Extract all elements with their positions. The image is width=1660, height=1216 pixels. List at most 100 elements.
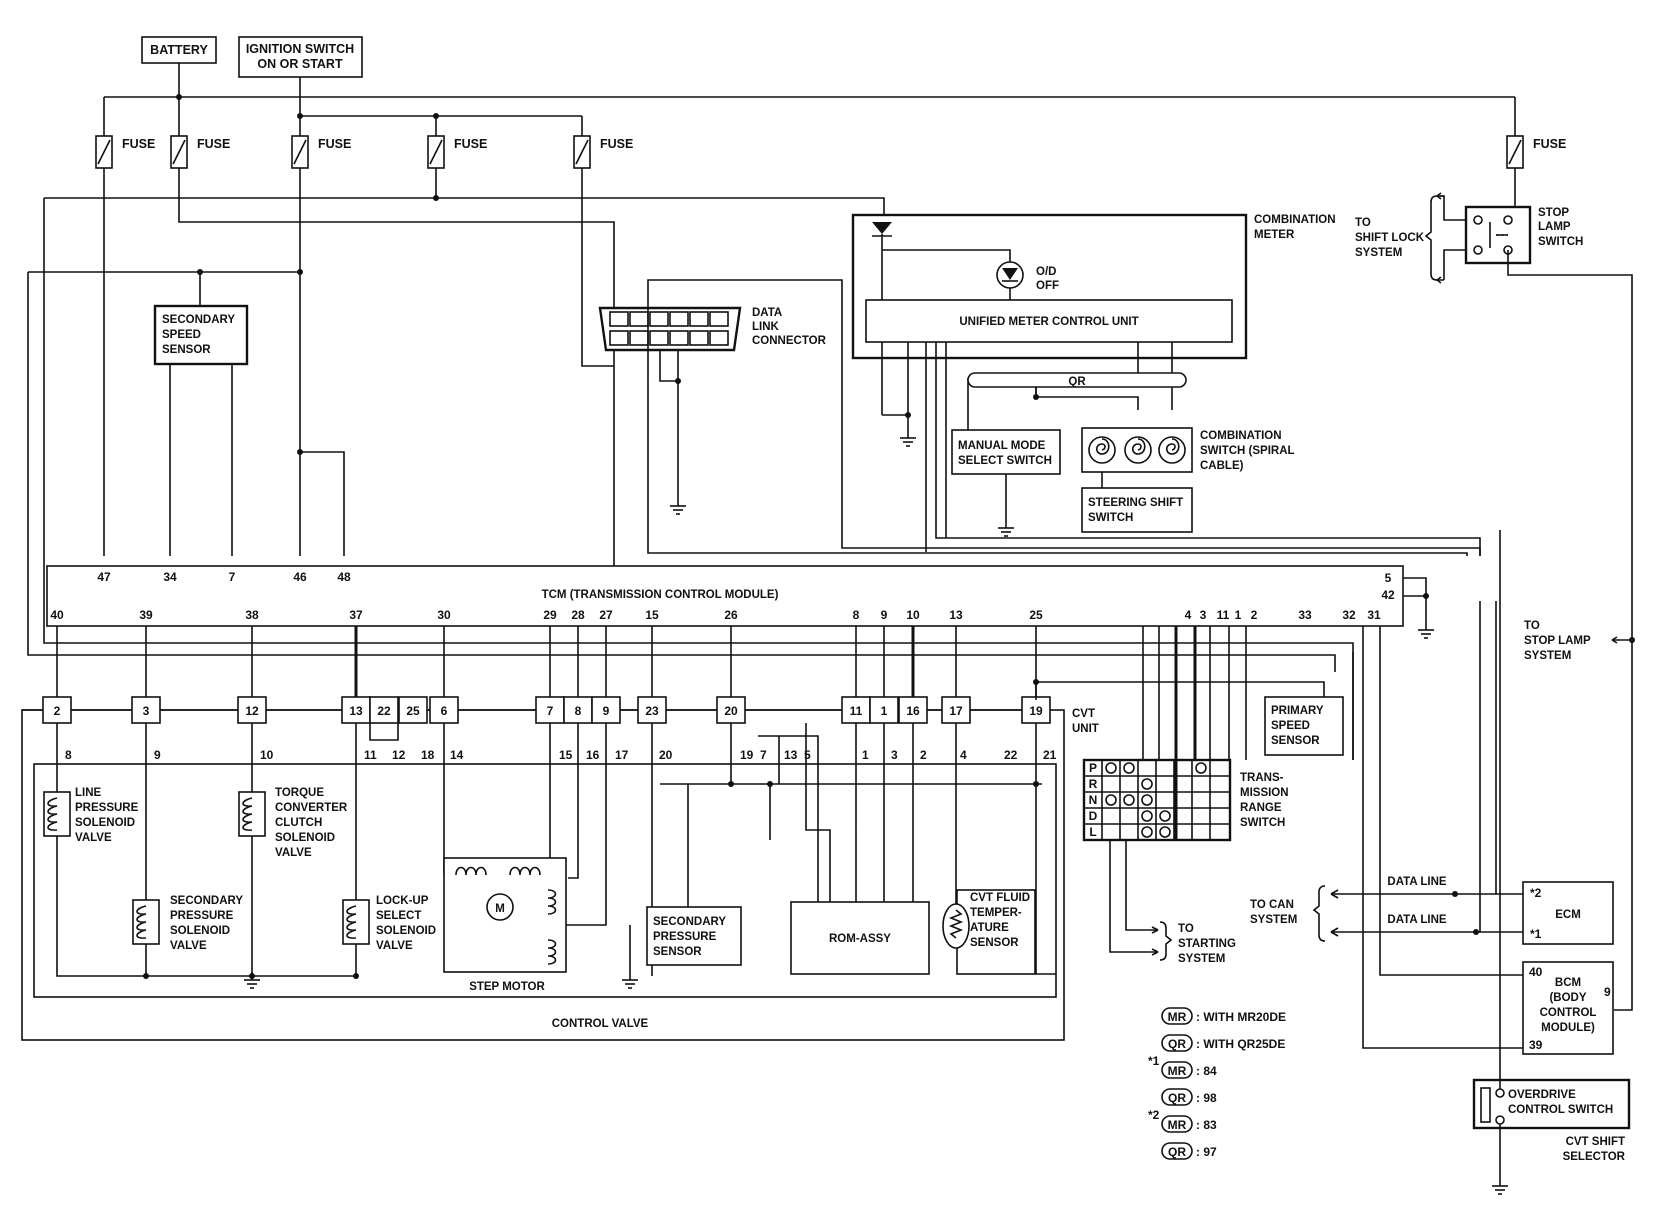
fuse-icon xyxy=(573,135,591,169)
fuse-label: FUSE xyxy=(600,137,633,151)
lp-label: VALVE xyxy=(75,832,112,844)
cvt-inner-pin: 20 xyxy=(659,748,673,762)
cvt-inner-pin: 22 xyxy=(1004,748,1018,762)
tcm-pin: 1 xyxy=(1235,608,1242,622)
od-label: CONTROL SWITCH xyxy=(1508,1104,1613,1116)
ground-icon xyxy=(669,497,687,515)
tcm-pin: 5 xyxy=(1385,571,1392,585)
cvt-connector-pin: 8 xyxy=(575,704,582,718)
mms-label-2: SELECT SWITCH xyxy=(958,455,1052,467)
qr-label: QR xyxy=(1068,376,1086,388)
fuse-label: FUSE xyxy=(318,137,351,151)
to-starting-label: TO xyxy=(1178,923,1194,935)
tcm-pin: 7 xyxy=(229,570,236,584)
control-valve-label: CONTROL VALVE xyxy=(552,1018,649,1030)
cft-label: SENSOR xyxy=(970,937,1019,949)
sss-label-3: SENSOR xyxy=(162,344,211,356)
legend-text: : 83 xyxy=(1196,1118,1217,1132)
transmission-range-switch: PRNDLTRANS-MISSIONRANGESWITCHTOSTARTINGS… xyxy=(1082,626,1289,965)
lu-label: SOLENOID xyxy=(376,925,436,937)
rom-assy-label: ROM-ASSY xyxy=(829,933,891,945)
cvt-inner-pin: 11 xyxy=(364,748,377,762)
fuse-icon xyxy=(1506,135,1524,169)
cvt-connector-pin: 25 xyxy=(406,704,420,718)
cvt-connector-pin: 2 xyxy=(54,704,61,718)
ignition-switch: IGNITION SWITCH ON OR START xyxy=(238,36,363,78)
torque-converter-solenoid: TORQUE CONVERTER CLUTCH SOLENOID VALVE xyxy=(238,787,348,859)
cvt-connector-pin: 6 xyxy=(441,704,448,718)
secondary-speed-sensor: SECONDARY SPEED SENSOR xyxy=(153,304,249,556)
legend-prefix: *1 xyxy=(1148,1054,1160,1068)
to-can-label-1: TO CAN xyxy=(1250,899,1294,911)
data-link-connector: DATA LINK CONNECTOR xyxy=(598,279,1481,556)
fuse-icon xyxy=(95,135,113,169)
lu-label: SELECT xyxy=(376,910,421,922)
cm-label-2: METER xyxy=(1254,229,1295,241)
tcm-pin: 11 xyxy=(1217,608,1230,622)
cvt-connector-pin: 13 xyxy=(349,704,363,718)
tcm-pin: 39 xyxy=(139,608,153,622)
motor-icon: M xyxy=(495,903,505,915)
sp-label: SOLENOID xyxy=(170,925,230,937)
lockup-select-solenoid: LOCK-UP SELECT SOLENOID VALVE xyxy=(342,895,436,952)
cvt-inner-pin: 10 xyxy=(260,748,274,762)
solenoid-coil-icon xyxy=(43,791,71,837)
od-off-label-1: O/D xyxy=(1036,266,1056,278)
tcm-title: TCM (TRANSMISSION CONTROL MODULE) xyxy=(542,589,779,601)
tcm-pin: 25 xyxy=(1029,608,1043,622)
unified-meter-label: UNIFIED METER CONTROL UNIT xyxy=(959,316,1138,328)
cvt-connector-pin: 16 xyxy=(906,704,920,718)
lp-label: SOLENOID xyxy=(75,817,135,829)
cvt-inner-pin: 8 xyxy=(65,748,72,762)
ignition-label-1: IGNITION SWITCH xyxy=(246,42,354,56)
pss-label: SENSOR xyxy=(1271,735,1320,747)
legend-mark: MR xyxy=(1168,1064,1187,1078)
stop-lamp-sys-label-2: STOP LAMP xyxy=(1524,635,1591,647)
tcm-pin: 30 xyxy=(437,608,451,622)
tc-label: SOLENOID xyxy=(275,832,335,844)
to-can-label-2: SYSTEM xyxy=(1250,914,1297,926)
tcm-pin: 27 xyxy=(599,608,613,622)
cvt-inner-pin: 7 xyxy=(760,748,767,762)
ecm-pin: *1 xyxy=(1530,927,1542,941)
trs-label: SWITCH xyxy=(1240,817,1285,829)
legend-prefix: *2 xyxy=(1148,1108,1160,1122)
ground-icon xyxy=(899,429,917,447)
data-line-label: DATA LINE xyxy=(1387,914,1447,926)
cft-label: TEMPER- xyxy=(970,907,1022,919)
tcm-pin: 32 xyxy=(1342,608,1356,622)
sp-label: PRESSURE xyxy=(170,910,234,922)
ecm-label: ECM xyxy=(1555,909,1581,921)
power-wires xyxy=(27,63,1516,760)
cvt-inner-pin: 18 xyxy=(421,748,435,762)
fuse-label: FUSE xyxy=(197,137,230,151)
cvt-connector-pin: 23 xyxy=(645,704,659,718)
legend-text: : 98 xyxy=(1196,1091,1217,1105)
tc-label: TORQUE xyxy=(275,787,324,799)
ground-icon xyxy=(1491,1177,1509,1195)
cvt-inner-pin: 17 xyxy=(615,748,629,762)
fuse-label: FUSE xyxy=(454,137,487,151)
tcm-pin: 29 xyxy=(543,608,557,622)
range-position: N xyxy=(1089,793,1098,807)
cvt-fluid-temp-sensor: CVT FLUID TEMPER- ATURE SENSOR xyxy=(942,889,1036,975)
selector-label: SELECTOR xyxy=(1563,1151,1626,1163)
mms-label-1: MANUAL MODE xyxy=(958,440,1046,452)
cvt-inner-pin: 16 xyxy=(586,748,600,762)
steering-shift-switch: STEERING SHIFT SWITCH xyxy=(1081,472,1193,533)
pss-label: SPEED xyxy=(1271,720,1310,732)
fuse-icon xyxy=(291,135,309,169)
legend-mark: QR xyxy=(1168,1145,1186,1159)
stop-lamp-sys-label-1: TO xyxy=(1524,620,1540,632)
ecm-pin: *2 xyxy=(1530,886,1542,900)
trs-label: MISSION xyxy=(1240,787,1289,799)
cvt-connector-pin: 12 xyxy=(245,704,259,718)
shift-lock-label-3: SYSTEM xyxy=(1355,247,1402,259)
fuse-icon xyxy=(427,135,445,169)
cvt-inner-pin: 1 xyxy=(862,748,869,762)
sss-switch-label-1: STEERING SHIFT xyxy=(1088,497,1183,509)
solenoid-coil-icon xyxy=(132,899,160,945)
legend-text: : 84 xyxy=(1196,1064,1217,1078)
tc-label: VALVE xyxy=(275,847,312,859)
